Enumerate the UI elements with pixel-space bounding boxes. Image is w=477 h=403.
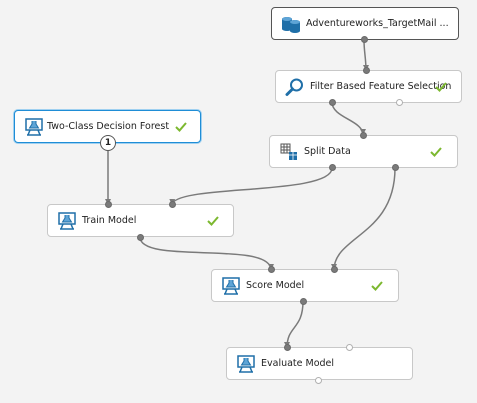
- output-port-evaluate[interactable]: [315, 377, 322, 384]
- module-split-data[interactable]: Split Data: [269, 135, 458, 168]
- dataset-icon: [282, 17, 300, 33]
- flask-icon: [25, 118, 43, 136]
- input-port-evaluate-2[interactable]: [346, 344, 353, 351]
- module-label: Evaluate Model: [261, 358, 335, 369]
- module-train-model[interactable]: Train Model: [47, 204, 234, 237]
- connection-score-to-evaluate[interactable]: [284, 300, 304, 349]
- module-adventureworks-dataset[interactable]: Adventureworks_TargetMail ...: [271, 7, 459, 40]
- check-icon: [371, 281, 383, 291]
- input-port-train-1[interactable]: [105, 201, 112, 208]
- check-icon: [207, 216, 219, 226]
- connection-train-to-score[interactable]: [139, 236, 274, 271]
- input-port-evaluate-1[interactable]: [284, 344, 291, 351]
- flask-icon: [58, 212, 76, 230]
- module-label: Score Model: [246, 280, 305, 291]
- output-port-filter-1[interactable]: [329, 99, 336, 106]
- connection-split-to-train[interactable]: [169, 167, 333, 206]
- check-icon: [430, 147, 442, 157]
- module-label: Split Data: [304, 146, 351, 157]
- output-port-split-1[interactable]: [329, 164, 336, 171]
- input-port-score-2[interactable]: [331, 266, 338, 273]
- module-score-model[interactable]: Score Model: [211, 269, 399, 302]
- module-evaluate-model[interactable]: Evaluate Model: [226, 347, 413, 380]
- connection-filter-to-split[interactable]: [331, 101, 366, 136]
- output-port-filter-2[interactable]: [396, 99, 403, 106]
- flask-icon: [222, 277, 240, 295]
- output-port-train[interactable]: [137, 234, 144, 241]
- output-port-dataset[interactable]: [361, 36, 368, 43]
- output-port-score[interactable]: [300, 298, 307, 305]
- input-port-score-1[interactable]: [268, 266, 275, 273]
- input-port-filter[interactable]: [363, 67, 370, 74]
- module-label: Train Model: [82, 215, 137, 226]
- connection-split-to-score[interactable]: [331, 167, 396, 271]
- check-icon: [435, 82, 447, 92]
- flask-icon: [237, 355, 255, 373]
- module-label: Two-Class Decision Forest: [47, 121, 170, 132]
- split-grid-icon: [280, 143, 297, 160]
- module-filter-based-feature-selection[interactable]: Filter Based Feature Selection: [275, 70, 462, 103]
- input-port-train-2[interactable]: [169, 201, 176, 208]
- output-port-badge[interactable]: 1: [100, 135, 116, 151]
- input-port-split[interactable]: [360, 132, 367, 139]
- output-port-split-2[interactable]: [392, 164, 399, 171]
- module-label: Filter Based Feature Selection: [310, 81, 452, 92]
- check-icon: [175, 122, 187, 132]
- search-icon: [285, 78, 303, 96]
- module-label: Adventureworks_TargetMail ...: [306, 18, 449, 29]
